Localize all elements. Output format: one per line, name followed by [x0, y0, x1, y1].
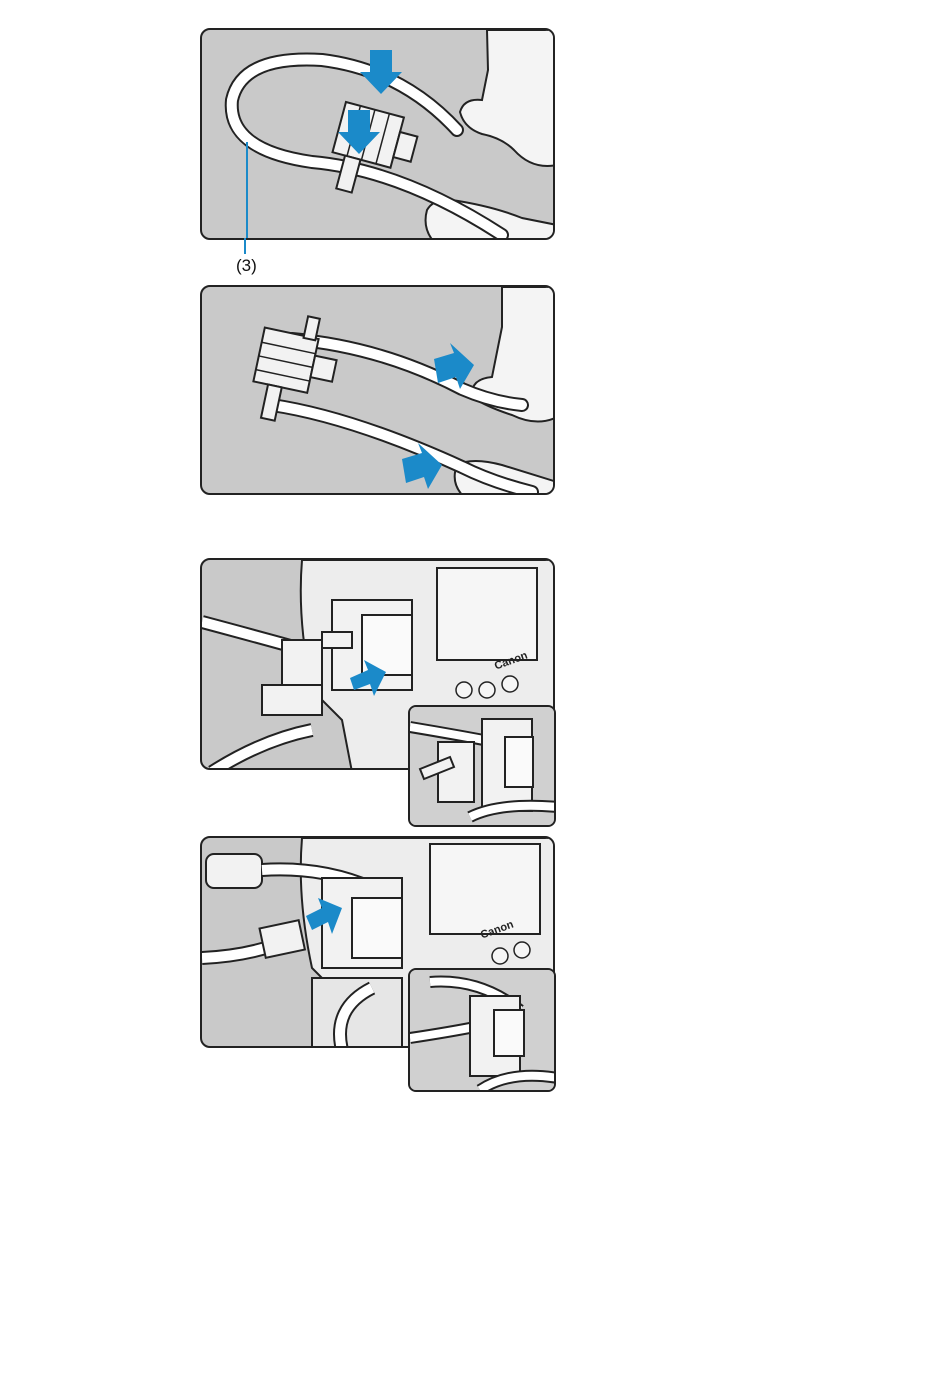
illustration-cable-protector-step-2: [200, 285, 555, 495]
illustration-cable-protector-step-1: [200, 28, 555, 240]
illustration-inset-detail-1: [408, 705, 556, 827]
illustration-inset-usb: [410, 970, 556, 1092]
illustration-inset-detail-2: [408, 968, 556, 1092]
callout-label-3: (3): [236, 256, 257, 276]
illustration-cable-pull: [202, 287, 555, 495]
illustration-inset-cable: [410, 707, 556, 827]
illustration-cable-loop: [202, 30, 555, 240]
leader-line-3: [244, 238, 246, 254]
